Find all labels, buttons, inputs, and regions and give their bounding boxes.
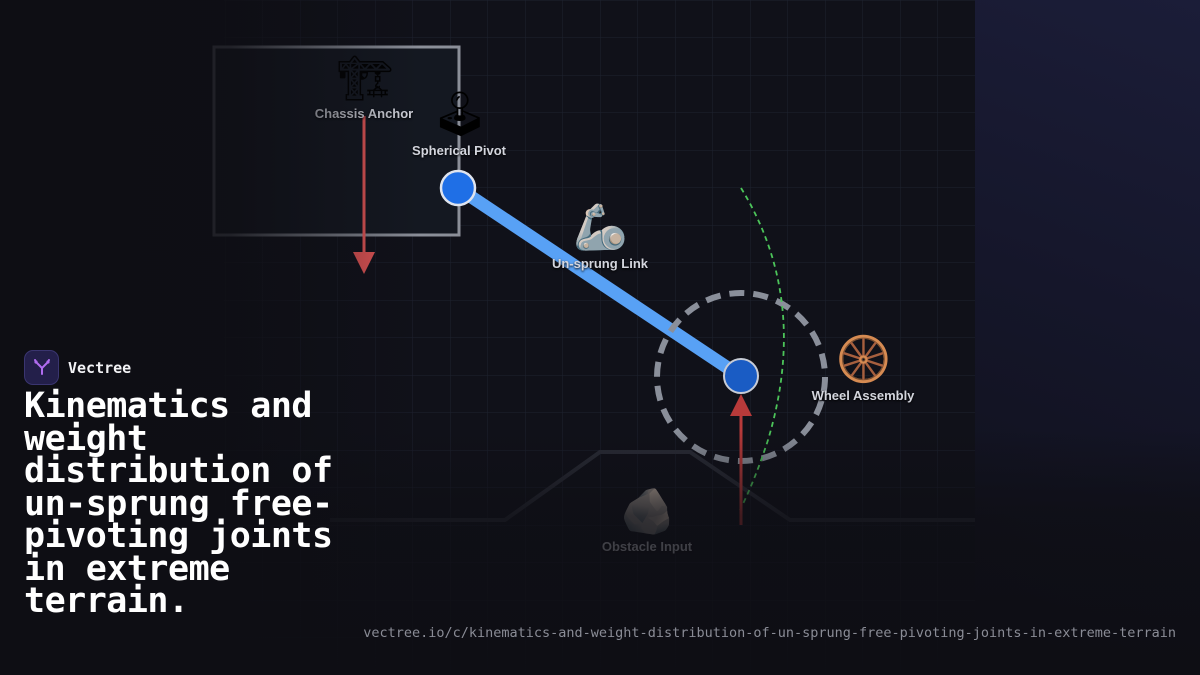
obstacle-reaction-arrowhead — [730, 394, 752, 416]
page-url[interactable]: vectree.io/c/kinematics-and-weight-distr… — [363, 625, 1176, 641]
brand-header[interactable]: Vectree — [24, 350, 131, 385]
rock-icon: 🪨 — [620, 486, 675, 537]
chassis-anchor-label: Chassis Anchor — [314, 106, 414, 121]
un-sprung-link-label: Un-sprung Link — [551, 256, 649, 271]
spherical-pivot-label: Spherical Pivot — [412, 143, 506, 158]
joystick-icon: 🕹 — [432, 89, 488, 140]
wheel-assembly-label: Wheel Assembly — [811, 388, 915, 403]
wheel-hub-joint — [723, 358, 759, 394]
swing-arc-path — [739, 187, 785, 511]
wheel-icon: 🛞 — [836, 334, 891, 385]
un-sprung-link-bar — [451, 181, 747, 383]
mechanical-arm-icon: 🦾 — [573, 202, 628, 253]
brand-name: Vectree — [68, 358, 132, 377]
construction-crane-icon: 🏗 — [337, 53, 393, 104]
vectree-logo-icon — [24, 350, 59, 385]
page-title: Kinematics and weight distribution of un… — [24, 386, 333, 621]
spherical-pivot-joint — [439, 169, 477, 207]
obstacle-input-label: Obstacle Input — [601, 539, 693, 554]
